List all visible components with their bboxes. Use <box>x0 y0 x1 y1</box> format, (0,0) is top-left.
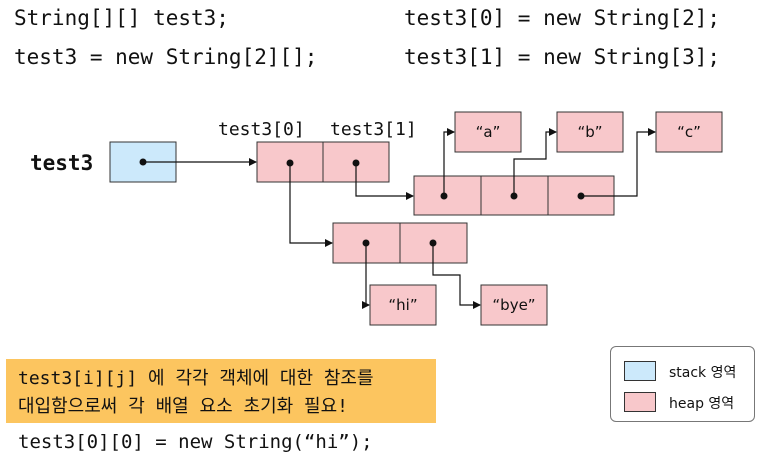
code-line2-left: test3 = new String[2][]; <box>14 45 318 69</box>
string-hi-label: “hi” <box>388 296 417 314</box>
string-b-box <box>556 111 624 153</box>
index-label-0: test3[0] <box>218 119 305 140</box>
code-line1-right: test3[0] = new String[2]; <box>404 6 721 30</box>
index-label-1: test3[1] <box>330 119 417 140</box>
string-b-label: “b” <box>577 123 602 141</box>
inner-array1-cell-0 <box>413 175 482 216</box>
string-bye-label: “bye” <box>492 296 535 314</box>
arrow-outer1-to-inner1 <box>355 163 414 200</box>
legend-stack-label: stack 영역 <box>669 365 737 381</box>
string-c-box <box>655 111 723 153</box>
arrow-to-string-b <box>513 128 557 196</box>
code-line2-right: test3[1] = new String[3]; <box>404 45 721 69</box>
arrow-to-string-a <box>443 128 455 196</box>
legend: stack 영역 heap 영역 <box>610 346 755 422</box>
legend-heap-label: heap 영역 <box>669 396 735 412</box>
string-hi-box <box>369 284 437 326</box>
string-c-label: “c” <box>677 123 701 141</box>
note-line1: test3[i][j] 에 각각 객체에 대한 참조를 <box>18 368 374 389</box>
string-bye-box <box>480 284 548 326</box>
string-a-box <box>454 111 522 153</box>
note-line2: 대입함으로써 각 배열 요소 초기화 필요! <box>18 396 348 417</box>
string-a-label: “a” <box>476 123 501 141</box>
arrow-outer0-to-inner0 <box>289 163 333 247</box>
variable-label: test3 <box>30 151 93 175</box>
legend-stack-swatch <box>624 361 656 381</box>
arrow-to-string-c <box>581 128 656 197</box>
code-bottom: test3[0][0] = new String(“hi”); <box>18 431 373 453</box>
legend-heap-swatch <box>624 392 656 412</box>
arrow-to-string-hi <box>362 243 370 309</box>
code-line1-left: String[][] test3; <box>14 6 229 30</box>
arrow-to-string-bye <box>432 243 481 309</box>
